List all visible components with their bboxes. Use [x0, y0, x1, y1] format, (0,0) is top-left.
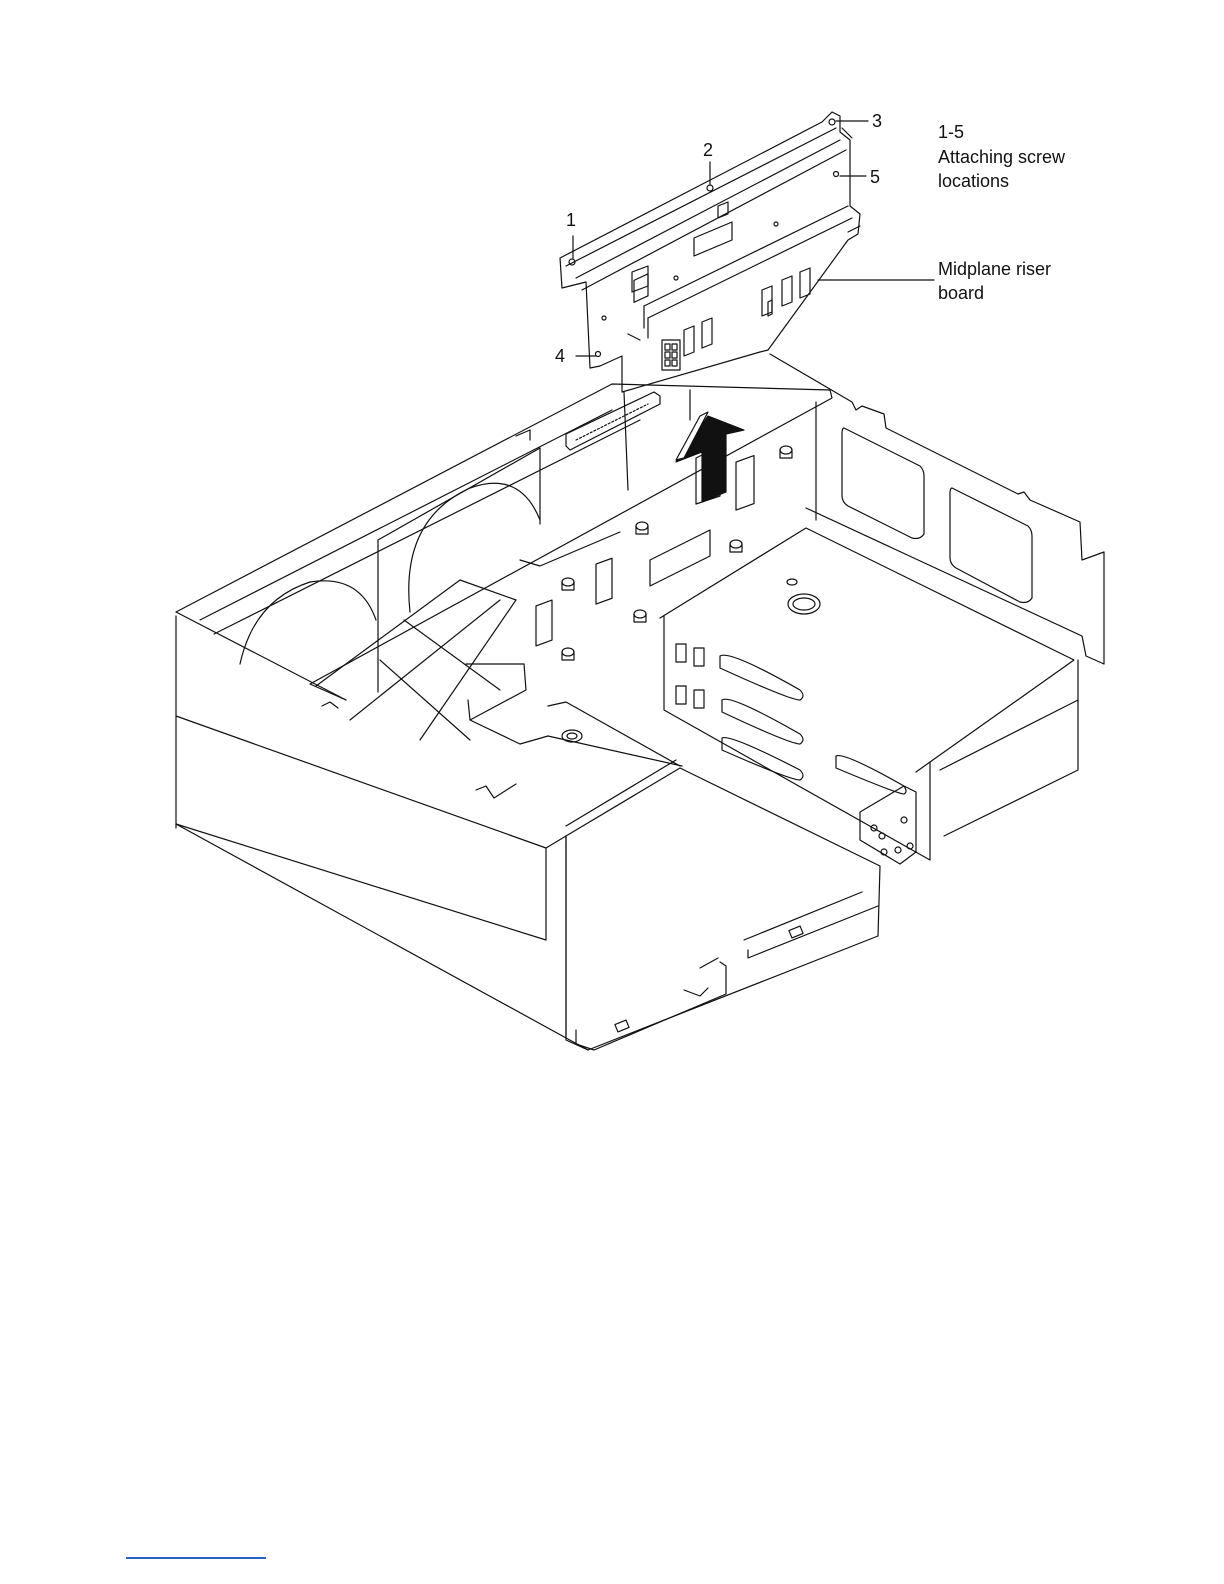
footer-link-rule	[126, 1557, 266, 1559]
callout-4: 4	[555, 344, 565, 368]
callout-1: 1	[566, 208, 576, 232]
chassis-frame	[176, 354, 1104, 1050]
legend-screw-line1: Attaching screw	[938, 145, 1065, 169]
legend-board-line2: board	[938, 281, 984, 305]
legend-screw-line2: locations	[938, 169, 1009, 193]
callout-2: 2	[703, 138, 713, 162]
standoff-group	[562, 446, 792, 660]
legend-screw-range: 1-5	[938, 120, 964, 144]
callout-5: 5	[870, 165, 880, 189]
arrow-up-icon	[676, 412, 744, 504]
callout-3: 3	[872, 109, 882, 133]
legend-board-line1: Midplane riser	[938, 257, 1051, 281]
